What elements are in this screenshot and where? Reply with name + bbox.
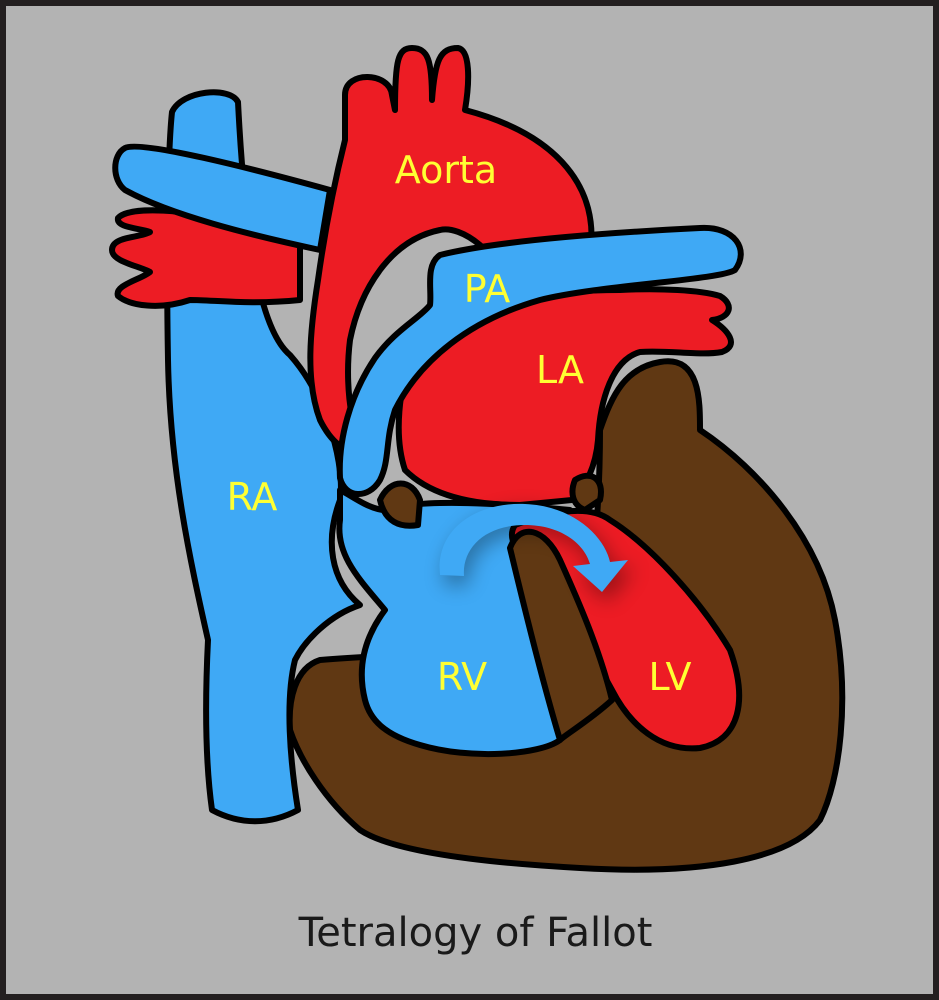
valve-cusp-right [569, 472, 604, 513]
diagram-title: Tetralogy of Fallot [298, 910, 653, 956]
heart-diagram: Aorta PA LA RA RV LV [109, 45, 846, 873]
pulmonary-artery [336, 224, 744, 497]
label-ra: RA [227, 475, 278, 519]
shunt-arrow-icon [439, 503, 628, 592]
label-aorta: Aorta [395, 148, 497, 192]
pulmonary-artery-left-branch [112, 143, 333, 253]
label-lv: LV [649, 655, 692, 699]
ventricular-septum [507, 528, 615, 743]
valve-cusp-left [377, 480, 423, 529]
label-la: LA [536, 348, 584, 392]
label-pa: PA [464, 267, 510, 311]
label-rv: RV [437, 655, 487, 699]
left-atrium [395, 286, 734, 508]
